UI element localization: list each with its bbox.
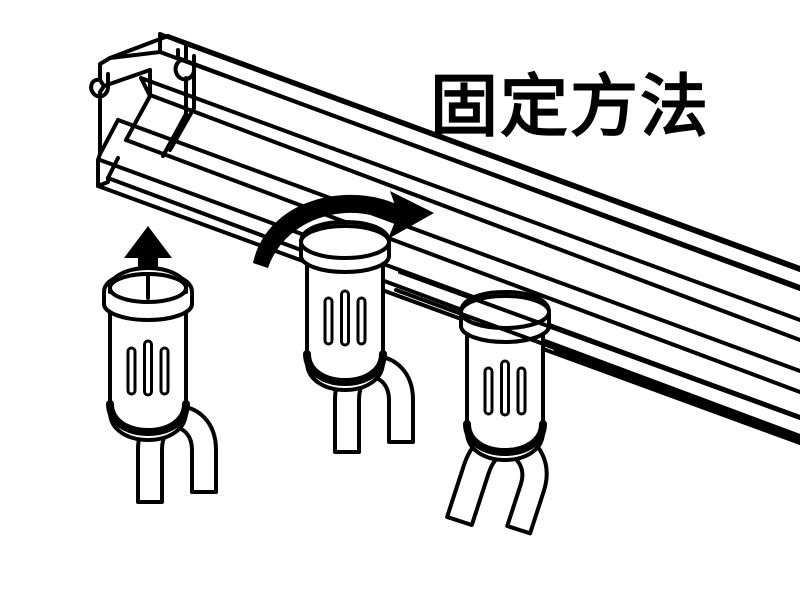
- hook-inserted: [299, 220, 415, 454]
- rail-top-face: [158, 34, 800, 291]
- page-title: 固定方法: [430, 68, 711, 147]
- hook-detached: [102, 266, 218, 504]
- rail-web: [116, 118, 800, 394]
- rotate-arrow: [253, 191, 434, 268]
- rail-foreground-lines: [394, 270, 800, 442]
- picture-rail-track: [89, 32, 800, 445]
- rail-end-cross-section: [89, 32, 196, 188]
- rail-upper-channel: [139, 76, 800, 342]
